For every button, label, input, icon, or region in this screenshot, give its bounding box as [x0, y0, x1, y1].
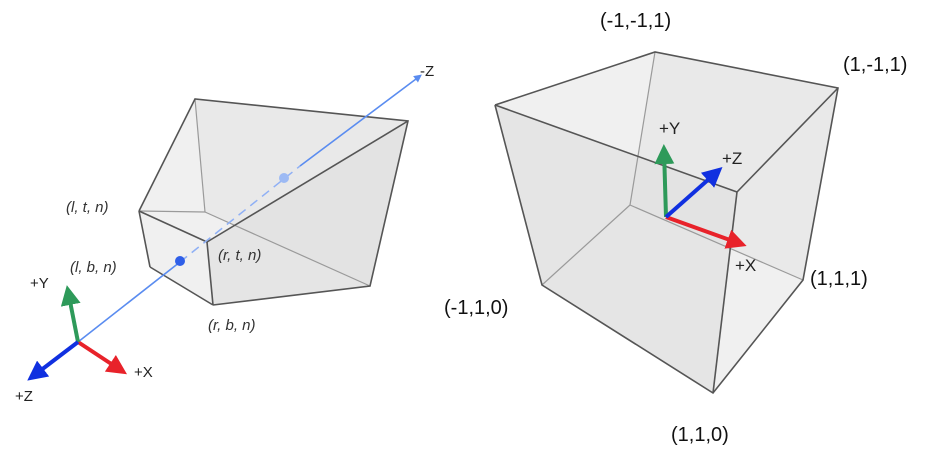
label-cube-right: (1,1,1): [810, 268, 868, 290]
label-rtn: (r, t, n): [218, 247, 261, 264]
cube-x-axis-arrow: [665, 215, 747, 249]
label-cube-plus-y: +Y: [659, 119, 680, 138]
cube-outline: [494, 51, 839, 395]
label-plus-y: +Y: [30, 275, 49, 292]
y-axis-arrow: [60, 285, 81, 343]
cube-y-axis-arrow: [654, 144, 675, 218]
frustum-edge: [138, 210, 208, 243]
view-ray-far: [299, 74, 422, 167]
z-axis-arrow: [27, 340, 80, 381]
frustum-hidden-edge: [138, 210, 206, 213]
view-ray-dashed: [179, 165, 301, 263]
label-rbn: (r, b, n): [208, 317, 256, 334]
cube-hidden-edge: [629, 51, 656, 206]
near-plane-center-dot: [175, 256, 185, 266]
far-plane-center-dot: [279, 173, 289, 183]
cube-edge: [494, 104, 738, 193]
cube-edge: [712, 191, 738, 394]
label-cube-bottom: (1,1,0): [671, 424, 729, 446]
label-ltn: (l, t, n): [66, 199, 109, 216]
ndc-cube-diagram: (-1,-1,1) (1,-1,1) (1,1,1) (-1,1,0) (1,1…: [444, 10, 907, 446]
label-plus-z: +Z: [15, 388, 33, 405]
cube-hidden-edge: [541, 204, 631, 286]
label-cube-top-right: (1,-1,1): [843, 54, 907, 76]
frustum-edge: [206, 241, 214, 306]
label-cube-plus-z: +Z: [722, 149, 742, 168]
label-cube-plus-x: +X: [735, 256, 756, 275]
label-plus-x: +X: [134, 364, 153, 381]
frustum-edge: [206, 120, 409, 243]
cube-z-axis-arrow: [664, 167, 723, 219]
label-lbn: (l, b, n): [70, 259, 117, 276]
frustum-diagram: (l, t, n) (l, b, n) (r, t, n) (r, b, n) …: [15, 63, 434, 405]
frustum-hidden-edge: [204, 211, 371, 287]
label-cube-left: (-1,1,0): [444, 297, 508, 319]
frustum-back-face: [195, 99, 408, 286]
label-cube-top: (-1,-1,1): [600, 10, 671, 32]
frustum-hidden-edge: [194, 98, 206, 213]
view-ray-solid: [77, 261, 181, 343]
frustum-edge: [138, 210, 151, 268]
x-axis-arrow: [76, 340, 128, 375]
cube-edge: [736, 87, 839, 193]
label-minus-z: -Z: [420, 63, 434, 80]
frustum-edge: [149, 266, 214, 306]
cube-hidden-edge: [629, 204, 804, 281]
